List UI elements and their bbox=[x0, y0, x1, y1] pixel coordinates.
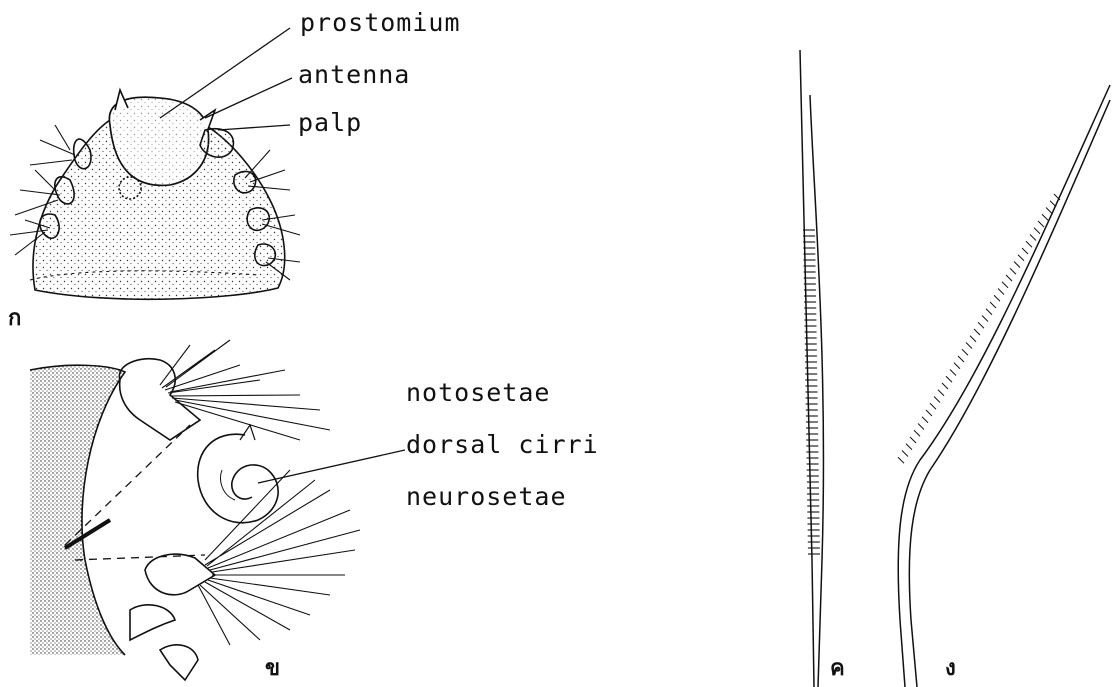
figure-b-id: ข bbox=[265, 650, 280, 685]
label-palp: palp bbox=[298, 108, 362, 137]
figure-b-leader-lines bbox=[258, 450, 405, 483]
figure-d-seta-drawing bbox=[898, 85, 1110, 687]
figure-a-id: ก bbox=[8, 300, 21, 335]
figure-c-id: ค bbox=[830, 650, 845, 685]
label-dorsal-cirri: dorsal cirri bbox=[406, 430, 599, 459]
figure-d-id: ง bbox=[945, 650, 956, 685]
label-neurosetae: neurosetae bbox=[406, 482, 567, 511]
figure-a-anterior-drawing bbox=[10, 90, 300, 299]
figure-c-seta-drawing bbox=[800, 50, 823, 687]
label-notosetae: notosetae bbox=[406, 378, 550, 407]
seta-d-serration-marks bbox=[898, 194, 1060, 463]
label-prostomium: prostomium bbox=[300, 8, 461, 37]
figure-b-parapodium-drawing bbox=[30, 340, 360, 680]
label-antenna: antenna bbox=[298, 60, 410, 89]
